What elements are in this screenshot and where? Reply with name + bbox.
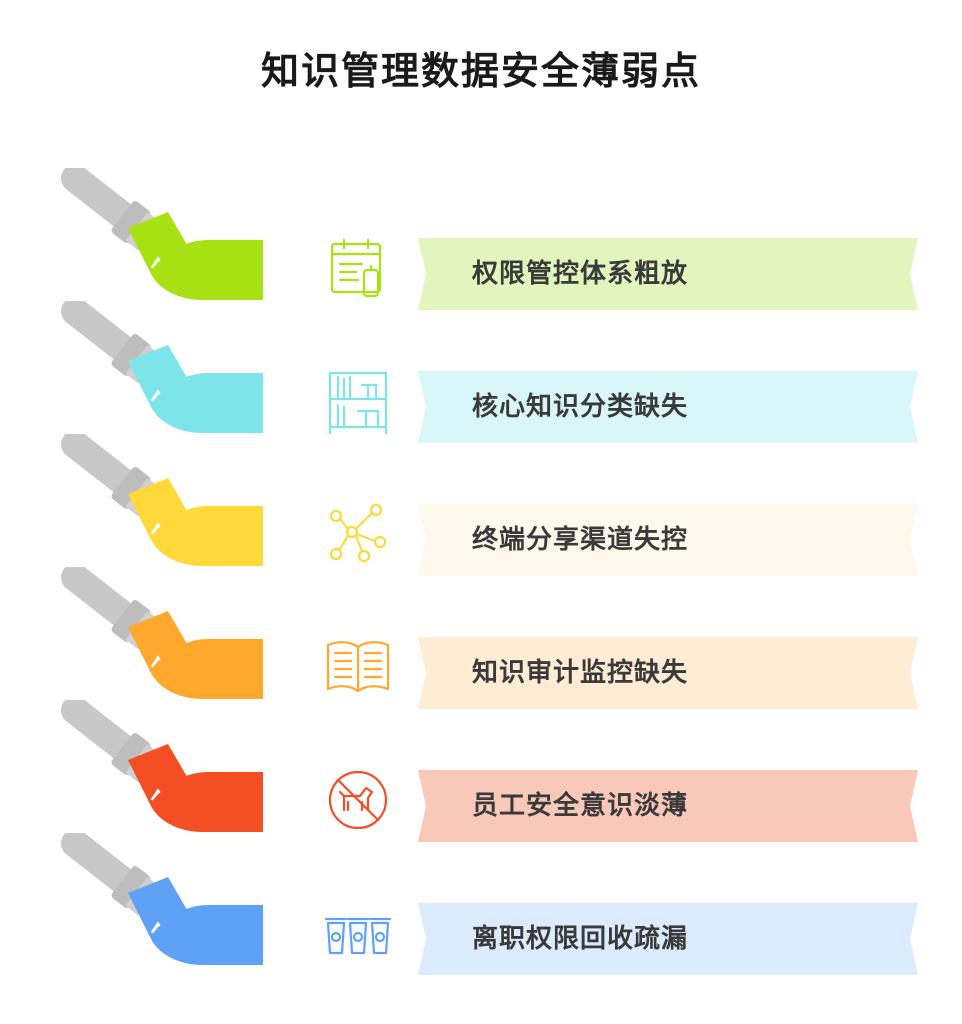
weakness-label: 核心知识分类缺失 xyxy=(472,392,689,422)
recycle-bins-icon xyxy=(322,897,394,969)
label-ribbon xyxy=(418,238,918,310)
weakness-row: 知识审计监控缺失 xyxy=(0,563,962,709)
weakness-row: 权限管控体系粗放 xyxy=(0,164,962,310)
label-ribbon xyxy=(418,903,918,975)
label-ribbon xyxy=(418,770,918,842)
label-ribbon xyxy=(418,637,918,709)
page-title: 知识管理数据安全薄弱点 xyxy=(260,49,701,93)
paint-brush-icon xyxy=(40,829,280,973)
no-dogs-icon xyxy=(322,764,394,836)
weakness-label: 知识审计监控缺失 xyxy=(472,658,689,688)
bookshelf-icon xyxy=(322,365,394,437)
weakness-label: 离职权限回收疏漏 xyxy=(472,924,689,954)
calendar-phone-icon xyxy=(322,232,394,304)
weakness-row: 员工安全意识淡薄 xyxy=(0,696,962,842)
paint-brush-icon xyxy=(40,297,280,441)
weakness-row: 核心知识分类缺失 xyxy=(0,297,962,443)
label-ribbon xyxy=(418,371,918,443)
label-ribbon xyxy=(418,504,918,576)
open-book-icon xyxy=(322,631,394,703)
weakness-label: 员工安全意识淡薄 xyxy=(472,791,689,821)
share-nodes-icon xyxy=(322,498,394,570)
paint-brush-icon xyxy=(40,696,280,840)
weakness-label: 终端分享渠道失控 xyxy=(472,525,689,555)
weakness-row: 离职权限回收疏漏 xyxy=(0,829,962,975)
weakness-row: 终端分享渠道失控 xyxy=(0,430,962,576)
paint-brush-icon xyxy=(40,430,280,574)
paint-brush-icon xyxy=(40,563,280,707)
weakness-label: 权限管控体系粗放 xyxy=(472,259,689,289)
paint-brush-icon xyxy=(40,164,280,308)
